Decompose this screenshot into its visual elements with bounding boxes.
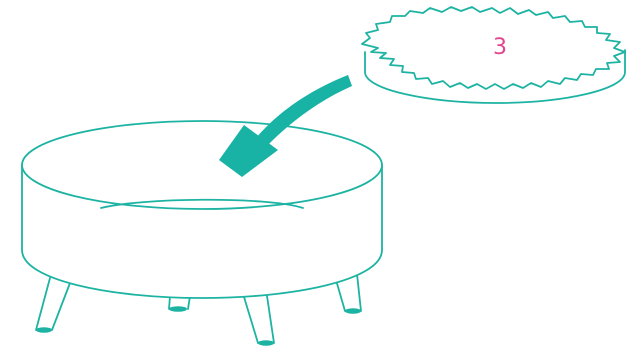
leg-right [335,273,362,314]
leg-front-left [35,277,71,333]
ottoman-inner-edge [100,198,304,209]
step-number: 3 [493,35,507,60]
cushion-fur-outline [361,6,626,90]
ottoman-base [21,120,383,346]
cushion [361,6,626,104]
leg-front-middle [243,295,275,346]
arrow-shaft [256,75,352,147]
insert-arrow [219,75,352,177]
arrow-head [219,125,278,177]
cushion-side [364,49,626,104]
ottoman-rim [21,120,383,210]
